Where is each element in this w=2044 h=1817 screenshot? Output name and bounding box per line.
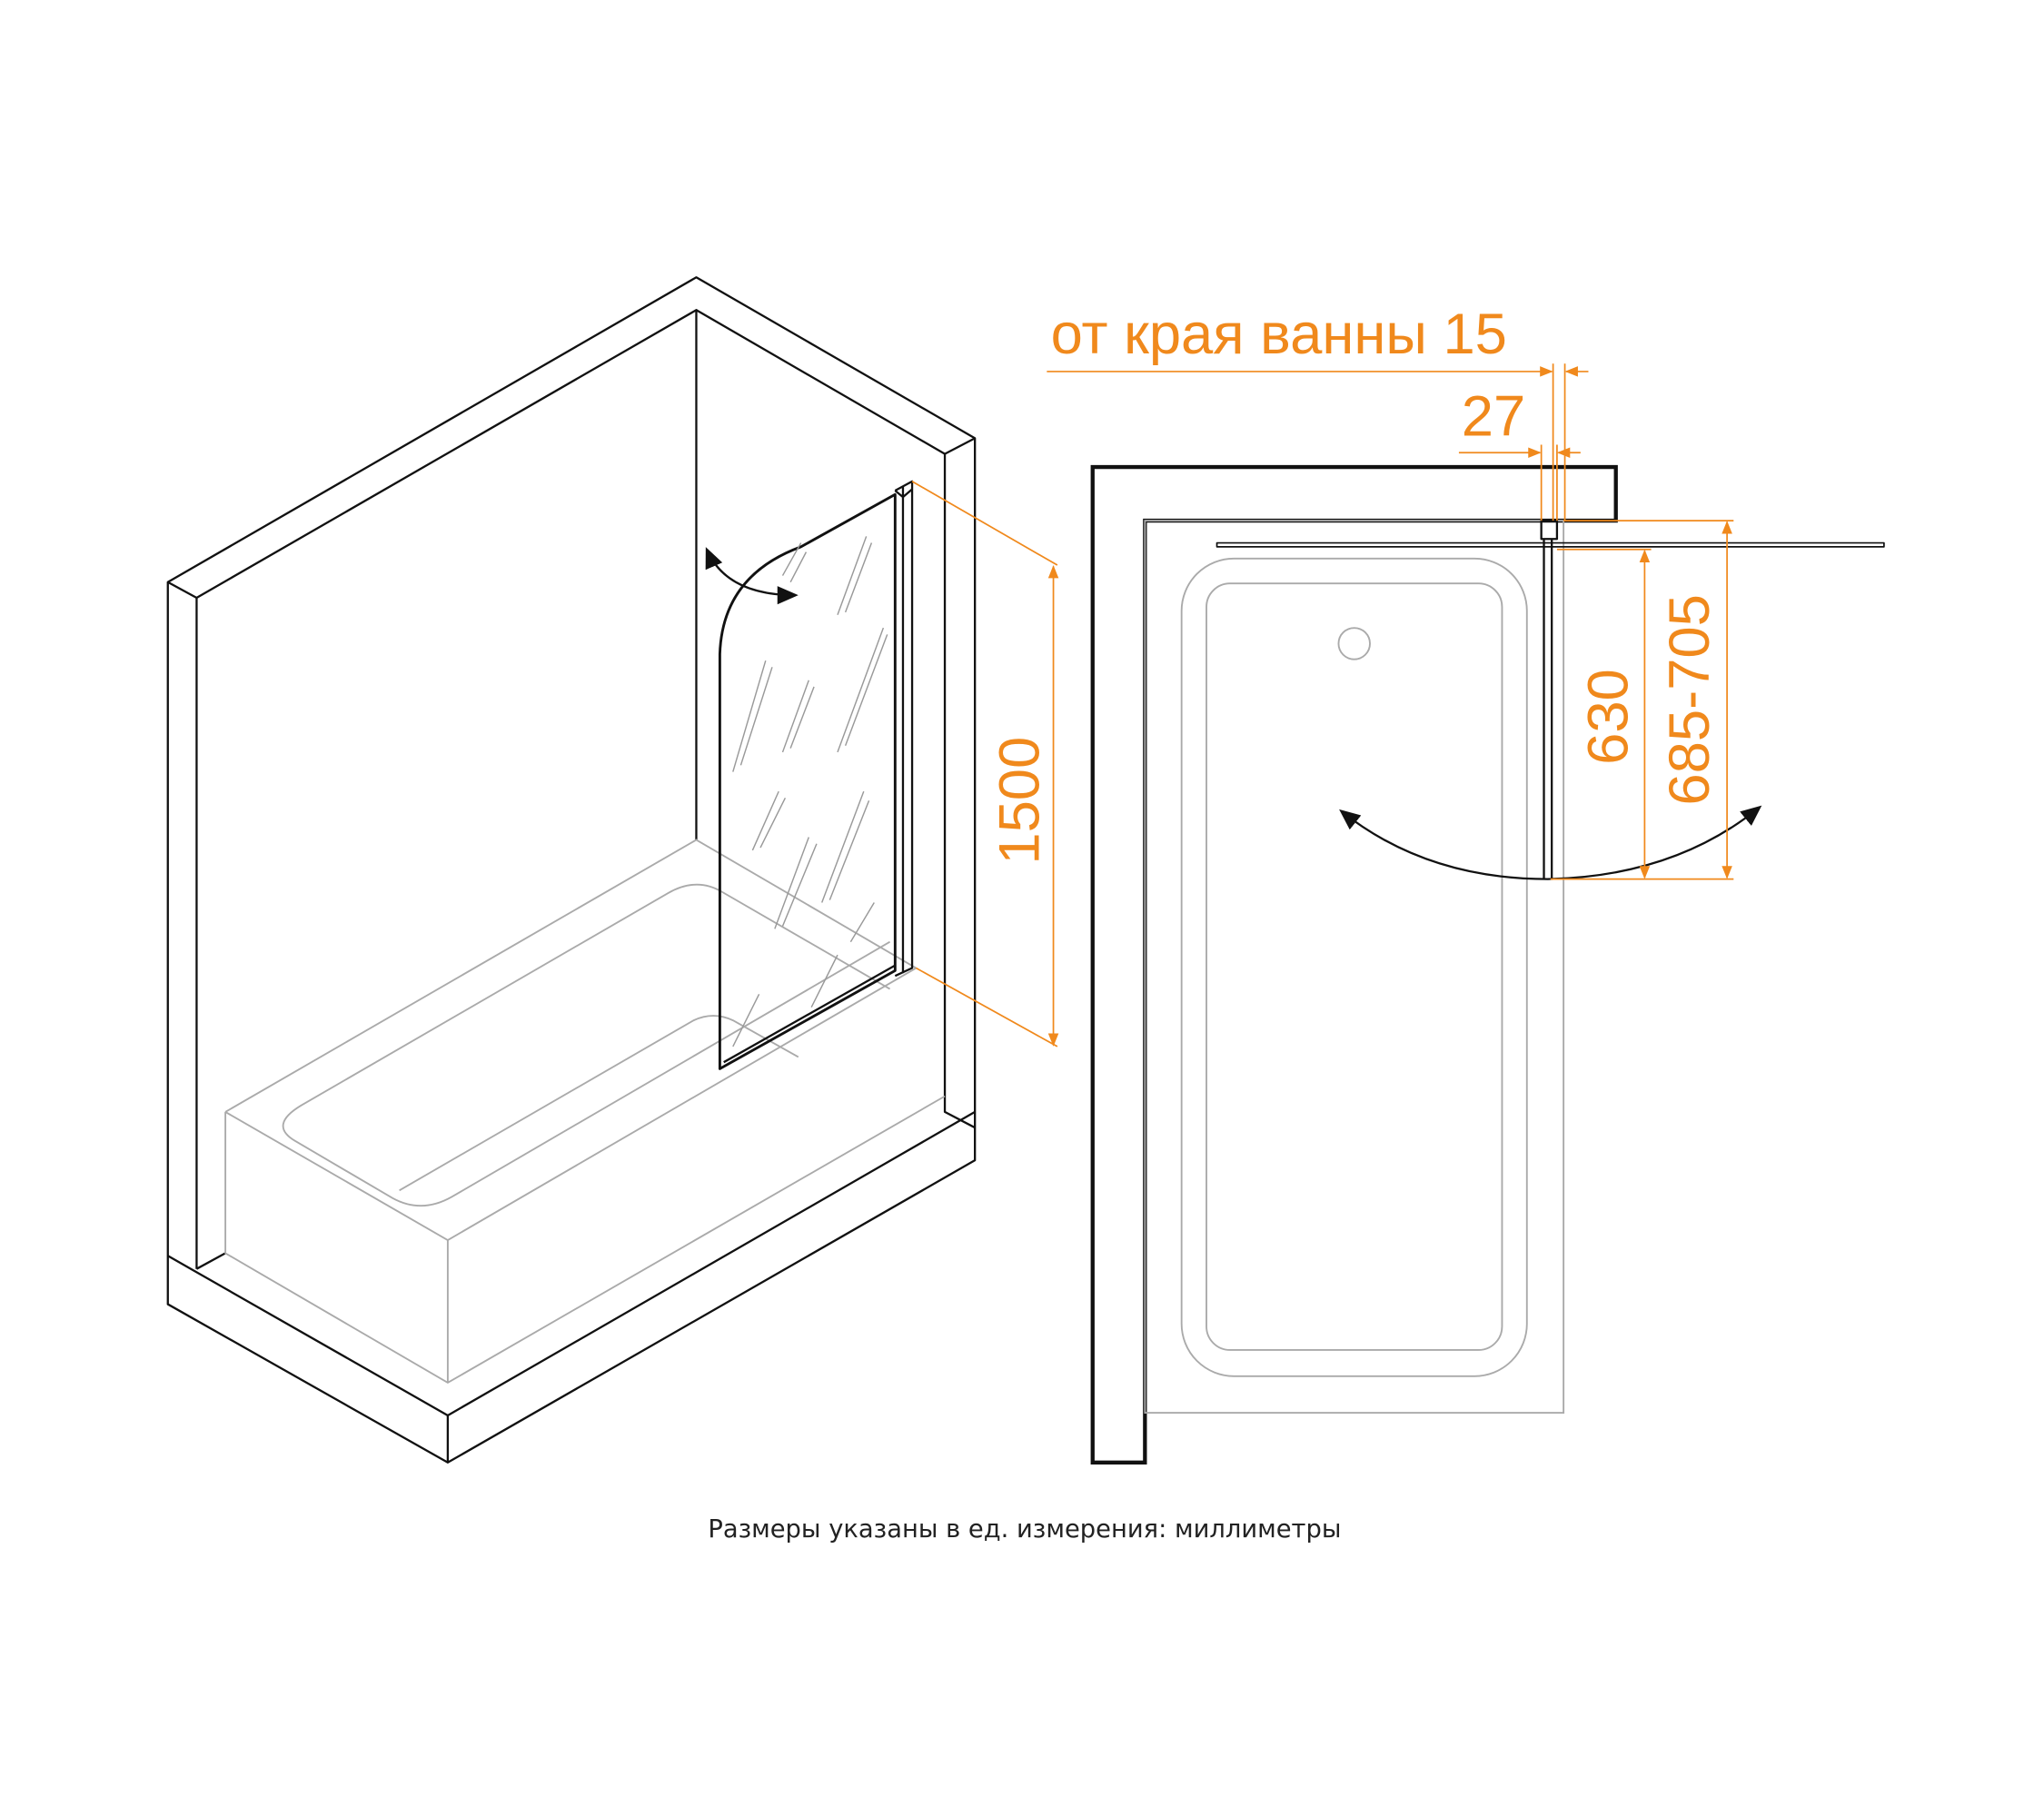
swing-range-label: 685-705 bbox=[1658, 594, 1722, 805]
profile-width-label: 27 bbox=[1462, 384, 1525, 448]
units-caption: Размеры указаны в ед. измерения: миллиме… bbox=[708, 1515, 1341, 1544]
swing-arc-icon bbox=[1339, 805, 1762, 880]
tub-rim bbox=[1180, 557, 1528, 1377]
edge-offset-label: от края ванны 15 bbox=[1051, 303, 1507, 366]
swing-range-dimension: 685-705 bbox=[1658, 521, 1732, 879]
glass-panel bbox=[705, 480, 914, 1070]
height-label: 1500 bbox=[988, 737, 1052, 865]
hinge-profile bbox=[1540, 519, 1559, 541]
bathtub bbox=[224, 839, 946, 1385]
swing-arrow-icon bbox=[705, 547, 799, 605]
profile-width-dimension: 27 bbox=[1458, 384, 1581, 521]
plan-view: от края ванны 15 27 630 685-705 bbox=[1047, 303, 1885, 1465]
wall-plan bbox=[1090, 464, 1618, 1465]
edge-offset-dimension: от края ванны 15 bbox=[1047, 303, 1589, 521]
tub-outline bbox=[1144, 520, 1565, 1415]
tub-basin bbox=[1206, 582, 1503, 1351]
walls bbox=[166, 276, 977, 1464]
height-dimension: 1500 bbox=[911, 481, 1059, 1048]
panel-width-label: 630 bbox=[1577, 669, 1641, 765]
tub-edge-line bbox=[1215, 541, 1885, 548]
isometric-view: 1500 bbox=[166, 276, 1059, 1464]
drain-icon bbox=[1337, 627, 1371, 660]
glass-panel-plan bbox=[1543, 539, 1553, 879]
panel-width-dimension: 630 bbox=[1550, 520, 1734, 880]
